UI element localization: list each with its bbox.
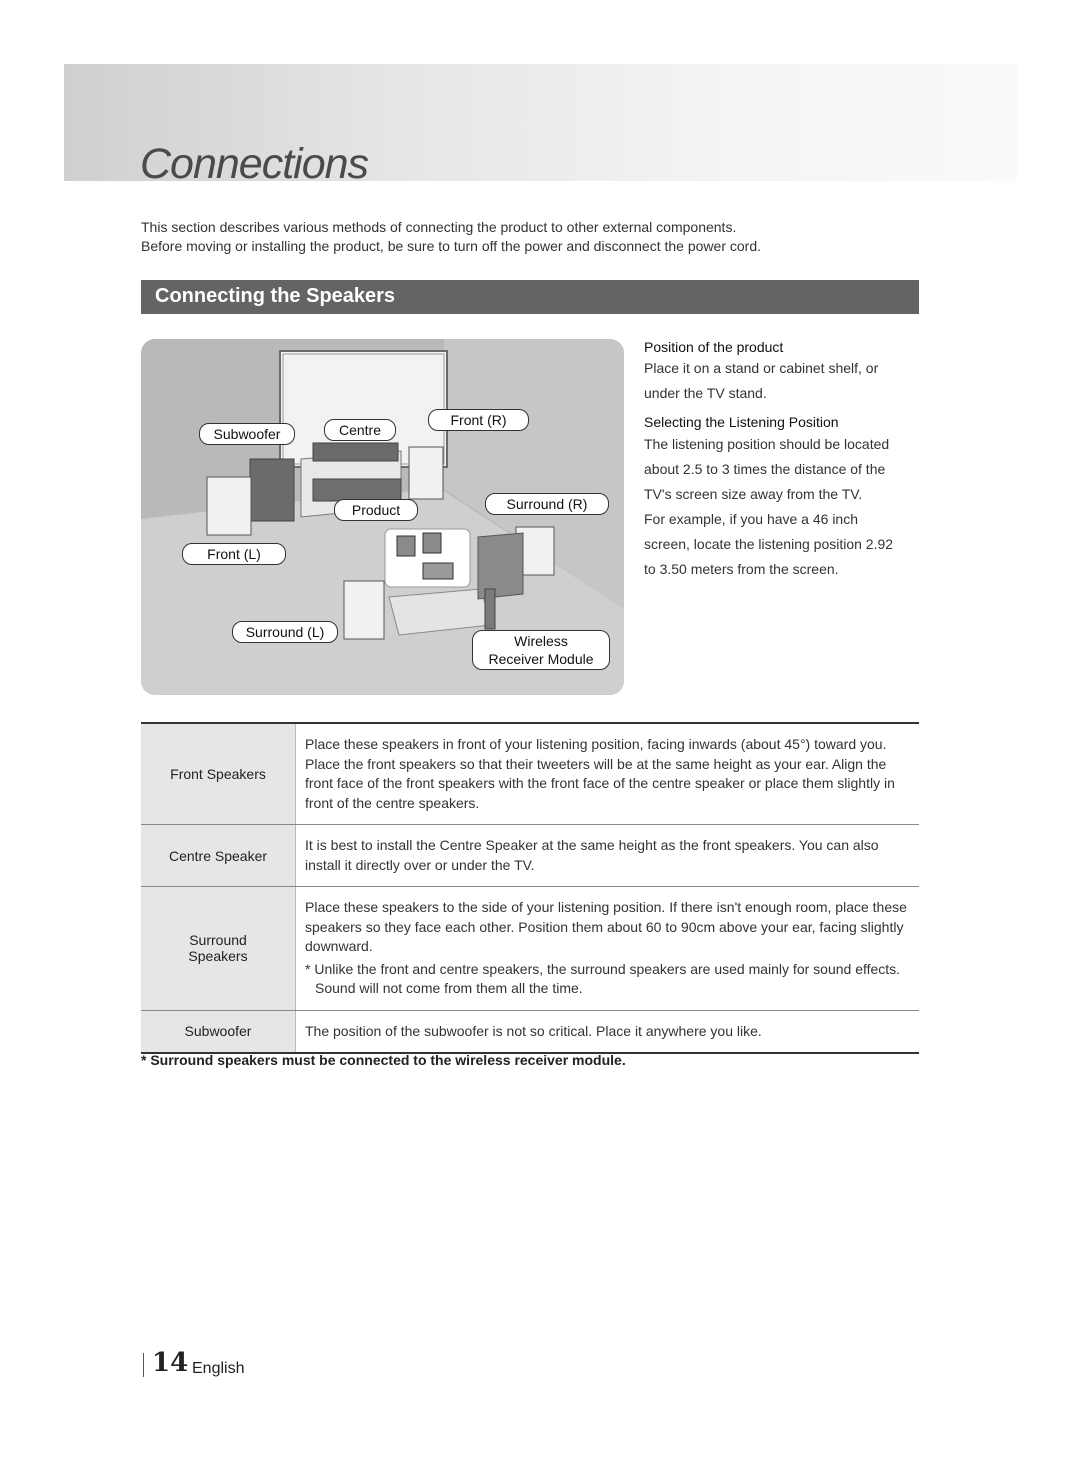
page-language: English	[192, 1360, 245, 1377]
armchair-icon	[477, 532, 524, 600]
listening-line: TV's screen size away from the TV.	[644, 486, 863, 502]
label-front-r: Front (R)	[428, 409, 529, 431]
speaker-placement-table: Front Speakers Place these speakers in f…	[141, 722, 919, 1054]
footnote: * Surround speakers must be connected to…	[141, 1052, 626, 1068]
position-line: Place it on a stand or cabinet shelf, or	[644, 360, 879, 376]
section-title: Connecting the Speakers	[155, 285, 396, 307]
row-label: Front Speakers	[141, 723, 296, 825]
row-description: Place these speakers in front of your li…	[295, 723, 919, 825]
connector-icon	[422, 562, 454, 580]
centre-speaker-icon	[312, 442, 399, 462]
room-side-wall	[444, 339, 624, 609]
speaker-jack-right-icon	[422, 532, 442, 554]
position-line: under the TV stand.	[644, 385, 767, 401]
listening-line: to 3.50 meters from the screen.	[644, 561, 839, 577]
label-wireless-module: Wireless Receiver Module	[472, 630, 610, 670]
row-text: Place these speakers to the side of your…	[305, 899, 907, 954]
row-label-line: Speakers	[188, 948, 248, 965]
wireless-module-icon	[484, 588, 496, 630]
listening-line: The listening position should be located	[644, 436, 890, 452]
label-centre: Centre	[324, 419, 396, 441]
row-description: Place these speakers to the side of your…	[295, 886, 919, 1011]
page-number: 14	[152, 1348, 189, 1378]
label-front-l: Front (L)	[182, 543, 286, 565]
label-wireless-line-1: Wireless	[514, 633, 568, 649]
row-label: Subwoofer	[141, 1010, 296, 1053]
chapter-banner	[64, 64, 1017, 181]
row-description: The position of the subwoofer is not so …	[305, 1022, 762, 1039]
table-row: Subwoofer The position of the subwoofer …	[141, 1010, 919, 1053]
listening-line: For example, if you have a 46 inch	[644, 511, 859, 527]
position-text: Place it on a stand or cabinet shelf, or…	[644, 356, 878, 406]
listening-line: about 2.5 to 3 times the distance of the	[644, 461, 886, 477]
intro-line-1: This section describes various methods o…	[141, 219, 737, 235]
section-header-bar: Connecting the Speakers	[141, 280, 919, 314]
table-row: Front Speakers Place these speakers in f…	[141, 723, 919, 825]
table-row: Centre Speaker It is best to install the…	[141, 824, 919, 887]
label-surround-r: Surround (R)	[485, 493, 609, 515]
table-row: Surround Speakers Place these speakers t…	[141, 886, 919, 1011]
surround-left-speaker-icon	[343, 580, 385, 640]
front-right-speaker-icon	[408, 446, 444, 500]
listening-text: The listening position should be located…	[644, 432, 893, 582]
page-divider	[143, 1353, 144, 1377]
listening-heading: Selecting the Listening Position	[644, 414, 839, 430]
product-icon	[312, 478, 402, 502]
front-left-speaker-icon	[206, 476, 252, 536]
row-description: It is best to install the Centre Speaker…	[295, 824, 919, 887]
subwoofer-icon	[249, 458, 295, 522]
position-heading: Position of the product	[644, 339, 784, 355]
speaker-placement-diagram: Subwoofer Centre Front (R) Product Surro…	[141, 339, 624, 695]
chapter-title: Connections	[140, 140, 369, 188]
row-label: Surround Speakers	[141, 886, 296, 1011]
intro-line-2: Before moving or installing the product,…	[141, 238, 761, 254]
label-subwoofer: Subwoofer	[199, 423, 295, 445]
label-wireless-line-2: Receiver Module	[488, 651, 594, 667]
label-product: Product	[334, 499, 418, 521]
row-label: Centre Speaker	[141, 824, 296, 887]
listening-line: screen, locate the listening position 2.…	[644, 536, 894, 552]
label-surround-l: Surround (L)	[232, 621, 338, 643]
row-label-line: Surround	[189, 932, 247, 949]
speaker-jack-left-icon	[396, 535, 416, 557]
row-note: * Unlike the front and centre speakers, …	[305, 960, 901, 997]
